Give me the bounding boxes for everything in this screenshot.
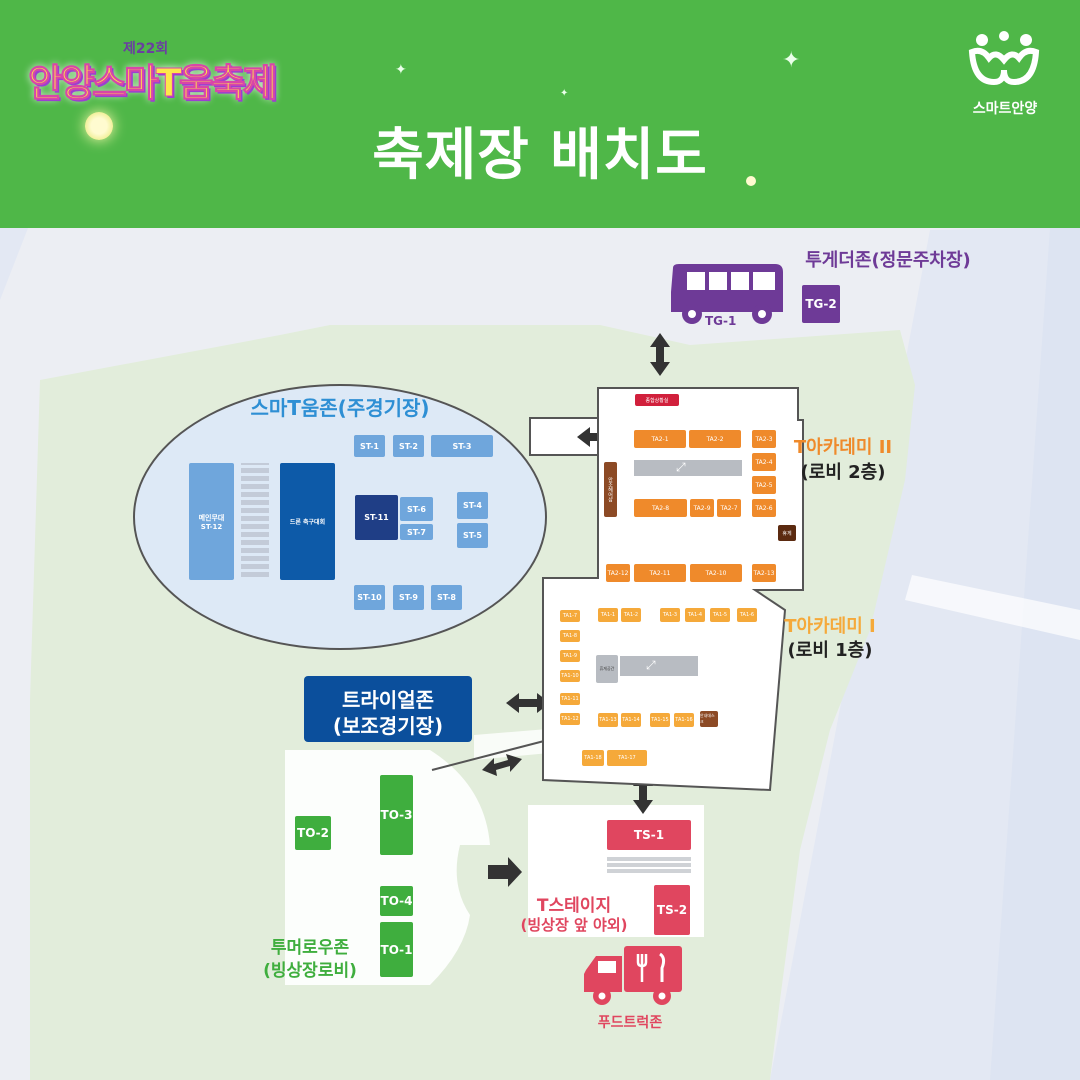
booth-st10[interactable]: ST-10 — [354, 585, 385, 610]
food-truck-icon — [584, 946, 682, 1005]
tumorrow-zone-sub: (빙상장로비) — [263, 961, 357, 981]
bus-icon — [671, 264, 783, 324]
booth-st7[interactable]: ST-7 — [400, 524, 433, 540]
booth-ta2-11[interactable]: TA2-11 — [634, 564, 686, 582]
tumorrow-area — [285, 750, 490, 985]
escalator-2f — [634, 460, 742, 476]
sparkle-icon: ✦ — [560, 88, 569, 99]
booth-ta1-9[interactable]: TA1-9 — [560, 650, 580, 662]
dot-decoration — [746, 176, 756, 186]
booth-ta1-13[interactable]: TA1-13 — [598, 713, 618, 727]
triall-zone-label: 트라이얼존 — [342, 688, 434, 712]
booth-ta2-5[interactable]: TA2-5 — [752, 476, 776, 494]
tacademy2-floor: (로비 2층) — [800, 462, 886, 483]
booth-ta2-7[interactable]: TA2-7 — [717, 499, 741, 517]
booth-st2[interactable]: ST-2 — [393, 435, 424, 457]
stage-seating — [607, 855, 691, 875]
booth-st1[interactable]: ST-1 — [354, 435, 385, 457]
escalator-icon: ⤢ — [676, 460, 686, 474]
booth-st3[interactable]: ST-3 — [431, 435, 493, 457]
tacademy1-label: T아카데미 I — [784, 616, 876, 637]
tstage-sub: (빙상장 앞 야외) — [520, 916, 628, 934]
booth-ta1-18[interactable]: TA1-18 — [582, 750, 604, 766]
tacademy2-label: T아카데미 II — [793, 437, 893, 458]
booth-ta1-2[interactable]: TA1-2 — [621, 608, 641, 622]
booth-ta2-4[interactable]: TA2-4 — [752, 453, 776, 471]
drone-soccer-booth[interactable]: 드론 축구대회 — [280, 463, 335, 580]
rest-area-1f: 휴게공간 — [596, 655, 618, 683]
header-banner: ✦ ✦ ✦ 제22회 안양스마T움축제 축제장 배치도 스마트안양 — [0, 0, 1080, 228]
booth-ta1-5[interactable]: TA1-5 — [710, 608, 730, 622]
booth-to1[interactable]: TO-1 — [380, 922, 413, 977]
smartum-zone-label: 스마T움존(주경기장) — [250, 396, 430, 420]
booth-ta1-16[interactable]: TA1-16 — [674, 713, 694, 727]
booth-ta1-12[interactable]: TA1-12 — [560, 713, 580, 725]
booth-tg2[interactable]: TG-2 — [802, 285, 840, 323]
sparkle-icon: ✦ — [782, 48, 801, 73]
booth-ta2-9[interactable]: TA2-9 — [690, 499, 714, 517]
booth-ta1-1[interactable]: TA1-1 — [598, 608, 618, 622]
booth-to4[interactable]: TO-4 — [380, 886, 413, 916]
page-title: 축제장 배치도 — [372, 123, 708, 188]
escalator-icon: ⤢ — [646, 658, 656, 672]
triall-zone-sub: (보조경기장) — [332, 714, 444, 738]
booth-tg1[interactable]: TG-1 — [705, 314, 737, 328]
booth-ta1-8[interactable]: TA1-8 — [560, 630, 580, 642]
booth-ts1[interactable]: TS-1 — [607, 820, 691, 850]
booth-ta2-8[interactable]: TA2-8 — [634, 499, 687, 517]
tstage-label: T스테이지 — [536, 896, 612, 916]
booth-ta2-1[interactable]: TA2-1 — [634, 430, 686, 448]
booth-ta1-15[interactable]: TA1-15 — [650, 713, 670, 727]
office-booth[interactable]: 종합상황실 — [635, 394, 679, 406]
smart-anyang-logo-icon — [968, 31, 1040, 86]
booth-ta2-6[interactable]: TA2-6 — [752, 499, 776, 517]
triall-zone-box[interactable] — [304, 676, 472, 742]
together-zone-label: 투게더존(정문주차장) — [805, 250, 971, 271]
booth-ta1-4[interactable]: TA1-4 — [685, 608, 705, 622]
booth-ta2-13[interactable]: TA2-13 — [752, 564, 776, 582]
sparkle-icon: ✦ — [395, 62, 407, 78]
booth-ta1-6[interactable]: TA1-6 — [737, 608, 757, 622]
tumorrow-zone-label: 투머로우존 — [270, 938, 350, 958]
moon-icon — [85, 112, 113, 140]
booth-ta1-14[interactable]: TA1-14 — [621, 713, 641, 727]
booth-label: 드론 축구대회 — [289, 519, 326, 526]
booth-label: 메인무대 ST-12 — [198, 513, 225, 531]
booth-ta2-10[interactable]: TA2-10 — [690, 564, 742, 582]
seating-area — [241, 463, 269, 580]
booth-to2[interactable]: TO-2 — [295, 816, 331, 850]
booth-ta1-10[interactable]: TA1-10 — [560, 670, 580, 682]
booth-st6[interactable]: ST-6 — [400, 497, 433, 521]
info-desk[interactable]: 안내데스크 — [700, 711, 718, 727]
booth-ta1-7[interactable]: TA1-7 — [560, 610, 580, 622]
booth-st11[interactable]: ST-11 — [355, 495, 398, 540]
foodtruck-label: 푸드트럭존 — [597, 1015, 663, 1031]
side-shop[interactable]: 안조헤어샵 — [604, 462, 617, 517]
booth-st4[interactable]: ST-4 — [457, 492, 488, 519]
booth-ta2-3[interactable]: TA2-3 — [752, 430, 776, 448]
booth-ta2-12[interactable]: TA2-12 — [606, 564, 630, 582]
tacademy1-floor: (로비 1층) — [787, 640, 873, 661]
booth-st8[interactable]: ST-8 — [431, 585, 462, 610]
festival-logo: 제22회 안양스마T움축제 — [28, 40, 279, 110]
rest-booth[interactable]: 휴게 — [778, 525, 796, 541]
booth-ta1-17[interactable]: TA1-17 — [607, 750, 647, 766]
main-stage[interactable]: 메인무대 ST-12 — [189, 463, 234, 580]
booth-ta2-2[interactable]: TA2-2 — [689, 430, 741, 448]
logo-edition: 제22회 — [123, 41, 169, 57]
booth-ta1-3[interactable]: TA1-3 — [660, 608, 680, 622]
logo-title: 안양스마T움축제 — [28, 61, 279, 106]
brand-name: 스마트안양 — [972, 101, 1038, 117]
booth-ts2[interactable]: TS-2 — [654, 885, 690, 935]
booth-st5[interactable]: ST-5 — [457, 523, 488, 548]
booth-ta1-11[interactable]: TA1-11 — [560, 693, 580, 705]
booth-st9[interactable]: ST-9 — [393, 585, 424, 610]
booth-to3[interactable]: TO-3 — [380, 775, 413, 855]
escalator-1f — [620, 656, 698, 676]
